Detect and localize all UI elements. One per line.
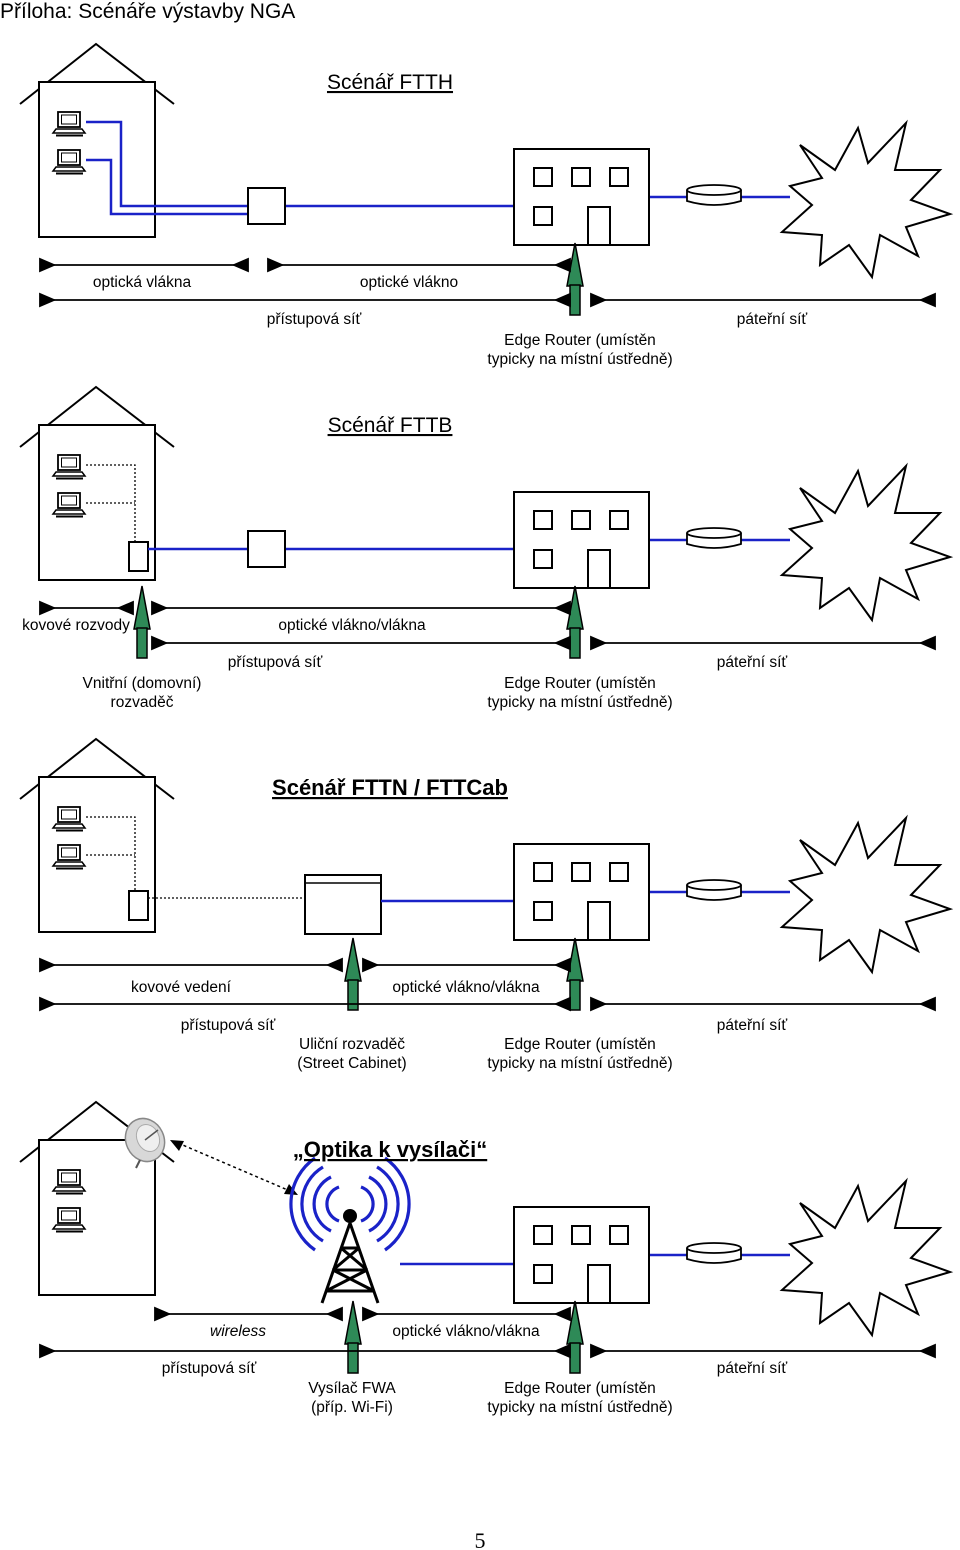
access-network-label: přístupová síť <box>267 311 362 328</box>
backbone-cloud-icon <box>781 122 951 278</box>
access-network-label: přístupová síť <box>228 654 323 671</box>
fwa-pole-icon <box>344 1300 362 1374</box>
edge-router-label: typicky na místní ústředně) <box>487 1055 672 1072</box>
local-exchange-building <box>513 491 650 589</box>
edge-router-label: Edge Router (umístěn <box>504 675 656 692</box>
fiber-lines <box>86 120 790 216</box>
backbone-cloud-icon <box>781 817 951 973</box>
computer-icon <box>52 111 86 137</box>
scenario-fttb: Scénář FTTB kovové rozvody optické vlákn… <box>19 386 951 711</box>
edge-router-icon <box>686 879 742 901</box>
access-network-label: přístupová síť <box>162 1360 257 1377</box>
house-icon <box>19 386 175 581</box>
copper-lines <box>86 464 136 542</box>
copper-lines <box>86 816 305 899</box>
edge-router-icon <box>686 184 742 206</box>
edge-router-label: Edge Router (umístěn <box>504 332 656 349</box>
scenario-fiber-to-antenna: „Optika k vysílači“ wireless optické vlá… <box>19 1101 951 1416</box>
edge-router-label: typicky na místní ústředně) <box>487 694 672 711</box>
computer-icon <box>52 1169 86 1195</box>
segment-label-left: kovové rozvody <box>22 617 130 634</box>
house-icon <box>19 43 175 238</box>
fiber-lines <box>381 890 790 903</box>
edge-router-icon <box>686 1242 742 1264</box>
edge-router-label: typicky na místní ústředně) <box>487 351 672 368</box>
street-cabinet-label: Uliční rozvaděč <box>299 1036 405 1053</box>
distribution-point-box <box>247 530 286 568</box>
page-number: 5 <box>475 1528 486 1550</box>
scenario-fttn-fttcab: Scénář FTTN / FTTCab kovové vedení optic… <box>19 738 951 1072</box>
house-icon <box>19 738 175 933</box>
fiber-lines <box>400 1253 790 1266</box>
building-distributor-pole-icon <box>133 585 151 659</box>
distribution-point-box <box>247 187 286 225</box>
backbone-label: páteřní síť <box>717 1017 788 1034</box>
scenario-ftth: Scénář FTTH optická vlákna optické vlákn… <box>19 43 951 368</box>
wireless-link-arrow <box>170 1140 298 1195</box>
edge-router-icon <box>686 527 742 549</box>
satellite-dish-icon <box>124 1117 166 1169</box>
segment-label-right: optické vlákno <box>360 274 458 291</box>
fwa-transmitter-label: (příp. Wi-Fi) <box>311 1399 393 1416</box>
computer-icon <box>52 149 86 175</box>
segment-label-left: optická vlákna <box>93 274 192 291</box>
segment-label-right: optické vlákno/vlákna <box>392 979 540 996</box>
edge-router-label: typicky na místní ústředně) <box>487 1399 672 1416</box>
segment-label-left: kovové vedení <box>131 979 232 996</box>
computer-icon <box>52 454 86 480</box>
backbone-cloud-icon <box>781 1180 951 1336</box>
fwa-tower-icon <box>289 1156 411 1304</box>
scenario-title: „Optika k vysílači“ <box>293 1137 487 1162</box>
backbone-cloud-icon <box>781 465 951 621</box>
segment-label-right: optické vlákno/vlákna <box>278 617 426 634</box>
local-exchange-building <box>513 148 650 246</box>
backbone-label: páteřní síť <box>717 654 788 671</box>
street-cabinet-box <box>304 874 382 935</box>
segment-label-right: optické vlákno/vlákna <box>392 1323 540 1340</box>
fiber-lines <box>148 538 790 551</box>
computer-icon <box>52 1207 86 1233</box>
scenario-title: Scénář FTTH <box>327 71 453 94</box>
building-distributor-box <box>128 890 149 921</box>
backbone-label: páteřní síť <box>717 1360 788 1377</box>
computer-icon <box>52 806 86 832</box>
local-exchange-building <box>513 1206 650 1304</box>
computer-icon <box>52 492 86 518</box>
building-distributor-label: Vnitřní (domovní) <box>83 675 202 692</box>
computer-icon <box>52 844 86 870</box>
access-network-label: přístupová síť <box>181 1017 276 1034</box>
fwa-transmitter-label: Vysílač FWA <box>308 1380 396 1397</box>
scenario-title: Scénář FTTN / FTTCab <box>272 775 508 800</box>
segment-label-left: wireless <box>210 1323 266 1340</box>
street-cabinet-pole-icon <box>344 937 362 1011</box>
local-exchange-building <box>513 843 650 941</box>
edge-router-label: Edge Router (umístěn <box>504 1036 656 1053</box>
page-heading: Příloha: Scénáře výstavby NGA <box>0 0 295 23</box>
street-cabinet-label: (Street Cabinet) <box>297 1055 406 1072</box>
scenario-title: Scénář FTTB <box>328 414 453 437</box>
backbone-label: páteřní síť <box>737 311 808 328</box>
edge-router-label: Edge Router (umístěn <box>504 1380 656 1397</box>
building-distributor-label: rozvaděč <box>111 694 174 711</box>
building-distributor-box <box>128 541 149 572</box>
